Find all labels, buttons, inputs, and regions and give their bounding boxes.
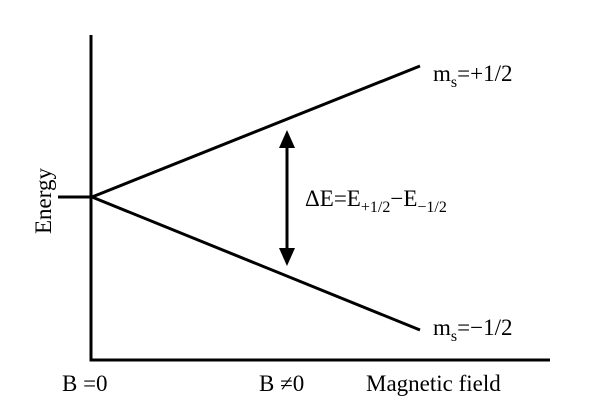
- x-tick-b-nonzero: B ≠0: [259, 371, 304, 396]
- y-axis-label: Energy: [31, 168, 56, 235]
- x-axis-label: Magnetic field: [366, 371, 501, 396]
- upper-level-label: ms=+1/2: [433, 61, 512, 91]
- lower-level-label: ms=−1/2: [433, 315, 512, 345]
- energy-splitting-label: ΔE=E+1/2−E−1/2: [305, 186, 447, 216]
- x-tick-b-zero: B =0: [62, 371, 108, 396]
- upper-level-line: [91, 64, 421, 199]
- double-headed-vertical-arrow-icon: [279, 130, 295, 266]
- lower-level-line: [91, 195, 421, 332]
